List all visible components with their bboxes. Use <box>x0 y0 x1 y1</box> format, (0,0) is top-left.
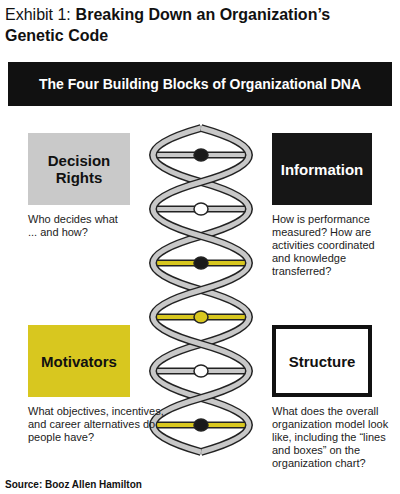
rung-knob <box>194 257 208 269</box>
helix-strand <box>153 128 249 452</box>
building-block-box: InformationHow is performance measured? … <box>272 133 372 205</box>
description-text: Who decides what ... and how? <box>28 213 128 239</box>
building-block-box: StructureWhat does the overall organizat… <box>272 325 372 397</box>
heading-band: The Four Building Blocks of Organization… <box>8 62 392 106</box>
strand-outline <box>153 128 249 452</box>
building-block-box: MotivatorsWhat objectives, incentives, a… <box>28 325 130 397</box>
strand-outline <box>153 128 249 452</box>
rung-knob <box>194 419 208 431</box>
exhibit-heading: Exhibit 1:Breaking Down an Organization’… <box>5 4 385 46</box>
rung-knob <box>194 203 208 215</box>
box-heading: The Four Building Blocks of Organization… <box>35 76 365 92</box>
exhibit-number: Exhibit 1: <box>5 6 71 23</box>
rung-knob <box>194 149 208 161</box>
source-caption: Source: Booz Allen Hamilton <box>5 479 142 490</box>
rung-knob <box>194 311 208 323</box>
box-heading: Motivators <box>37 353 121 370</box>
box-heading: Decision Rights <box>28 152 130 186</box>
description-text: What objectives, incentives, and career … <box>28 405 173 444</box>
helix-strands <box>153 128 249 452</box>
box-heading: Information <box>277 161 368 178</box>
helix-strand <box>153 128 249 452</box>
building-block-box: Decision RightsWho decides what ... and … <box>28 133 130 205</box>
box-heading: Structure <box>285 353 360 370</box>
description-text: What does the overall organization model… <box>272 405 398 470</box>
description-text: How is performance measured? How are act… <box>272 213 394 278</box>
rung-knob <box>194 365 208 377</box>
